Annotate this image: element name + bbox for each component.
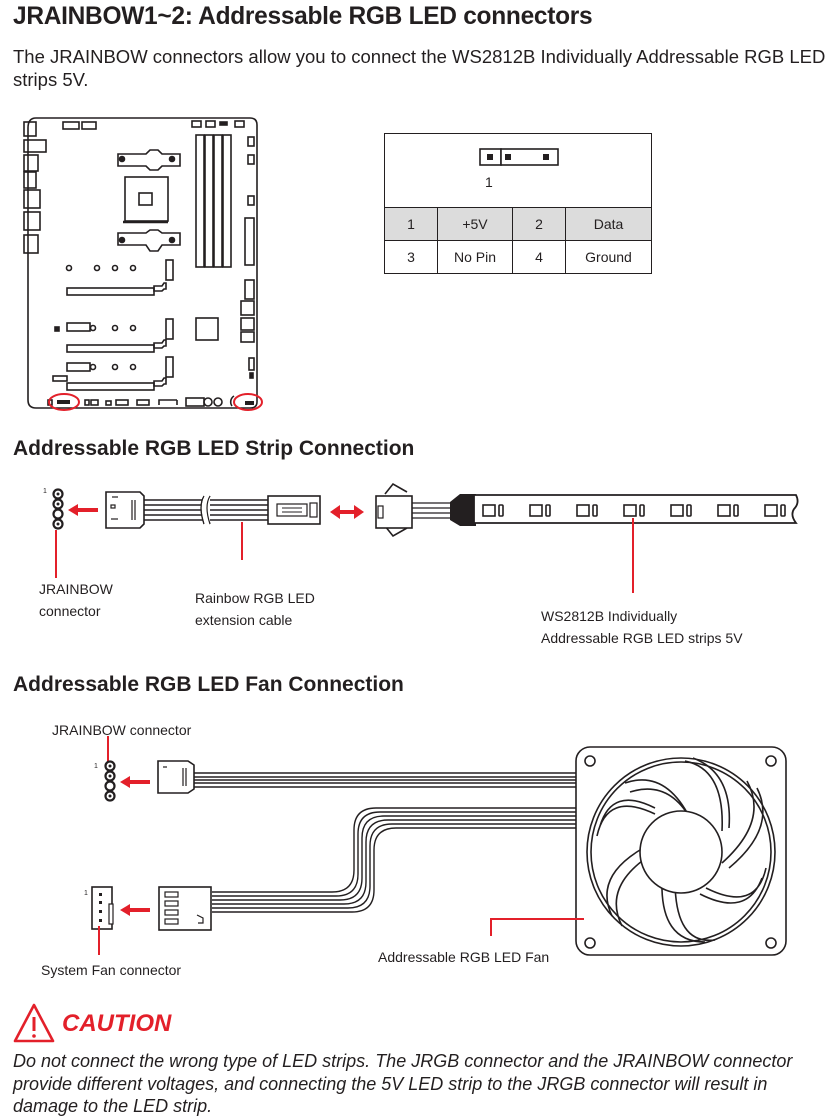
fan-section-title: Addressable RGB LED Fan Connection bbox=[13, 673, 404, 696]
caution-text: Do not connect the wrong type of LED str… bbox=[13, 1051, 793, 1116]
warning-triangle-icon bbox=[13, 1003, 55, 1043]
led-strip-label: WS2812B Individually Addressable RGB LED… bbox=[541, 605, 743, 649]
pin-signal: +5V bbox=[437, 207, 513, 241]
fan-jrainbow-connector-label: JRAINBOW connector bbox=[52, 722, 192, 738]
fan-rgb-plug-icon bbox=[157, 760, 195, 794]
pin-one-label: 1 bbox=[94, 763, 98, 770]
extension-cable-label: Rainbow RGB LED extension cable bbox=[195, 587, 315, 631]
pin-number: 1 bbox=[384, 207, 438, 241]
extension-plug-icon bbox=[267, 495, 321, 525]
pin-number: 2 bbox=[512, 207, 566, 241]
double-arrow-icon bbox=[330, 505, 364, 519]
jrainbow1-highlight bbox=[48, 393, 80, 411]
fan-connection-diagram: 1 1 bbox=[84, 736, 787, 956]
pin-one-label: 1 bbox=[43, 488, 47, 495]
strip-connector-icon bbox=[375, 495, 413, 529]
pin-one-marker: 1 bbox=[485, 174, 493, 190]
cable-plug-icon bbox=[105, 491, 145, 529]
jrainbow2-highlight bbox=[233, 393, 263, 411]
label-line: extension cable bbox=[195, 612, 293, 628]
pin-header-icon bbox=[479, 148, 559, 166]
fan-hub bbox=[639, 810, 723, 894]
label-line: WS2812B Individually bbox=[541, 608, 678, 624]
pin-row: 3 No Pin 4 Ground bbox=[384, 240, 652, 274]
pin-signal: No Pin bbox=[437, 240, 513, 274]
caution-title: CAUTION bbox=[62, 1010, 172, 1037]
pin-definition-table: 1 1 +5V 2 Data 3 No Pin 4 Ground bbox=[384, 133, 652, 274]
jrainbow-header-icon bbox=[52, 488, 64, 530]
motherboard-diagram bbox=[23, 117, 263, 411]
strip-connection-diagram: 1 bbox=[43, 482, 799, 593]
pin-number: 3 bbox=[384, 240, 438, 274]
label-line: Rainbow RGB LED bbox=[195, 590, 315, 606]
pin-number: 4 bbox=[512, 240, 566, 274]
pin-signal: Data bbox=[565, 207, 652, 241]
pin-row: 1 +5V 2 Data bbox=[384, 207, 652, 241]
label-line: JRAINBOW bbox=[39, 581, 113, 597]
system-fan-connector-label: System Fan connector bbox=[41, 962, 182, 978]
jrainbow-connector-label: JRAINBOW connector bbox=[39, 578, 113, 622]
pin-header-cell: 1 bbox=[384, 133, 652, 208]
label-line: Addressable RGB LED strips 5V bbox=[541, 630, 743, 646]
rgb-fan-label: Addressable RGB LED Fan bbox=[378, 949, 550, 965]
label-line: connector bbox=[39, 603, 101, 619]
pin-signal: Ground bbox=[565, 240, 652, 274]
pin-one-label: 1 bbox=[84, 890, 88, 897]
page-title: JRAINBOW1~2: Addressable RGB LED connect… bbox=[13, 2, 593, 30]
strip-section-title: Addressable RGB LED Strip Connection bbox=[13, 437, 415, 460]
board-outline bbox=[27, 117, 258, 409]
intro-paragraph: The JRAINBOW connectors allow you to con… bbox=[13, 46, 826, 90]
